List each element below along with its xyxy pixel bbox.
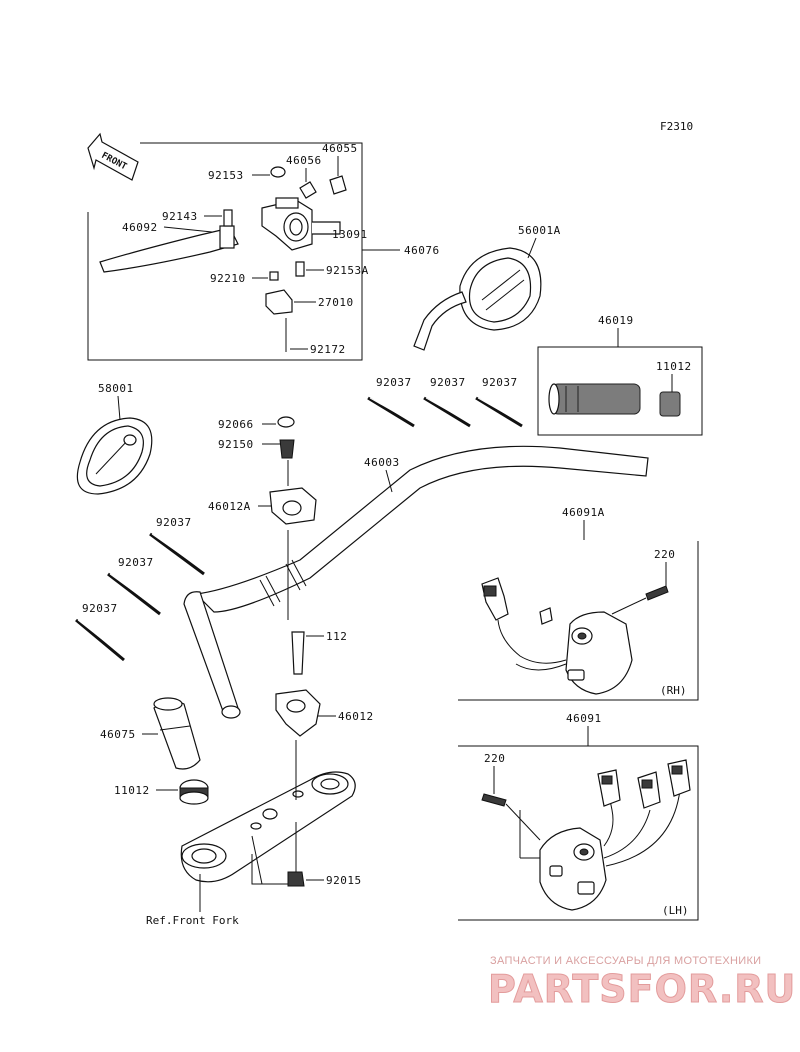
part-46092: 46092 bbox=[122, 221, 158, 234]
screw-220-lh-drawing bbox=[481, 793, 507, 807]
master-cylinder-drawing bbox=[261, 197, 341, 251]
part-92037-b: 92037 bbox=[430, 376, 466, 389]
part-92066: 92066 bbox=[218, 418, 254, 431]
rh-label: (RH) bbox=[660, 684, 687, 697]
part-13091: 13091 bbox=[332, 228, 368, 241]
part-27010: 27010 bbox=[318, 296, 354, 309]
screw-220-rh-drawing bbox=[645, 585, 669, 601]
bolt-112-drawing bbox=[291, 631, 305, 675]
part-92037-e: 92037 bbox=[118, 556, 154, 569]
part-92015: 92015 bbox=[326, 874, 362, 887]
part-92037-a: 92037 bbox=[376, 376, 412, 389]
part-92037-f: 92037 bbox=[82, 602, 118, 615]
grip-end-11012-bottom-drawing bbox=[179, 779, 209, 805]
part-46056: 46056 bbox=[286, 154, 322, 167]
brake-lever-drawing bbox=[99, 209, 239, 273]
part-92143: 92143 bbox=[162, 210, 198, 223]
lh-label: (LH) bbox=[662, 904, 689, 917]
part-92172: 92172 bbox=[310, 343, 346, 356]
rh-switch-drawing bbox=[481, 577, 633, 695]
watermark-tagline: ЗАПЧАСТИ И АКСЕССУАРЫ ДЛЯ МОТОТЕХНИКИ bbox=[490, 955, 761, 967]
part-112: 112 bbox=[326, 630, 347, 643]
part-46091: 46091 bbox=[566, 712, 602, 725]
part-92210: 92210 bbox=[210, 272, 246, 285]
part-220-lh: 220 bbox=[484, 752, 505, 765]
part-56001a: 56001A bbox=[518, 224, 561, 237]
part-92150: 92150 bbox=[218, 438, 254, 451]
switch-27010-drawing bbox=[265, 289, 293, 315]
part-46091a: 46091A bbox=[562, 506, 605, 519]
part-46019: 46019 bbox=[598, 314, 634, 327]
part-46012a: 46012A bbox=[208, 500, 251, 513]
right-mirror-drawing bbox=[413, 247, 542, 351]
handlebar-drawing bbox=[183, 445, 649, 719]
part-92037-c: 92037 bbox=[482, 376, 518, 389]
part-11012-bottom: 11012 bbox=[114, 784, 150, 797]
holder-46012-drawing bbox=[275, 689, 321, 737]
bolt-92150-drawing bbox=[279, 439, 295, 459]
part-46003: 46003 bbox=[364, 456, 400, 469]
cable-ties-left-drawing bbox=[75, 532, 207, 662]
screw-92153a-drawing bbox=[295, 261, 305, 277]
grip-assembly-frame bbox=[537, 346, 703, 436]
cap-92153-drawing bbox=[270, 166, 286, 178]
washer-46056-drawing bbox=[299, 181, 317, 199]
part-58001: 58001 bbox=[98, 382, 134, 395]
part-92153: 92153 bbox=[208, 169, 244, 182]
bolt-46055-drawing bbox=[329, 175, 347, 195]
right-grip-drawing bbox=[548, 383, 641, 415]
left-grip-drawing bbox=[153, 697, 201, 770]
nut-92015-drawing bbox=[287, 871, 305, 887]
part-46075: 46075 bbox=[100, 728, 136, 741]
cable-ties-top-drawing bbox=[367, 396, 525, 428]
nut-92210-drawing bbox=[269, 271, 279, 281]
part-92153a: 92153A bbox=[326, 264, 369, 277]
lh-switch-frame bbox=[458, 745, 699, 921]
part-11012-top: 11012 bbox=[656, 360, 692, 373]
lh-switch-drawing bbox=[539, 759, 691, 911]
front-arrow-icon: FRONT bbox=[87, 132, 139, 181]
left-mirror-drawing bbox=[76, 417, 153, 495]
lever-assembly-frame bbox=[87, 142, 363, 361]
part-92037-d: 92037 bbox=[156, 516, 192, 529]
cap-92066-drawing bbox=[277, 416, 295, 428]
ref-front-fork-label: Ref.Front Fork bbox=[146, 914, 239, 927]
rh-switch-frame bbox=[458, 541, 699, 701]
grip-end-11012-drawing bbox=[659, 391, 681, 417]
part-46012: 46012 bbox=[338, 710, 374, 723]
part-46055: 46055 bbox=[322, 142, 358, 155]
part-46076: 46076 bbox=[404, 244, 440, 257]
part-220-rh: 220 bbox=[654, 548, 675, 561]
watermark-logo: PARTSFOR.RU bbox=[488, 967, 796, 1011]
figure-code: F2310 bbox=[660, 120, 693, 133]
